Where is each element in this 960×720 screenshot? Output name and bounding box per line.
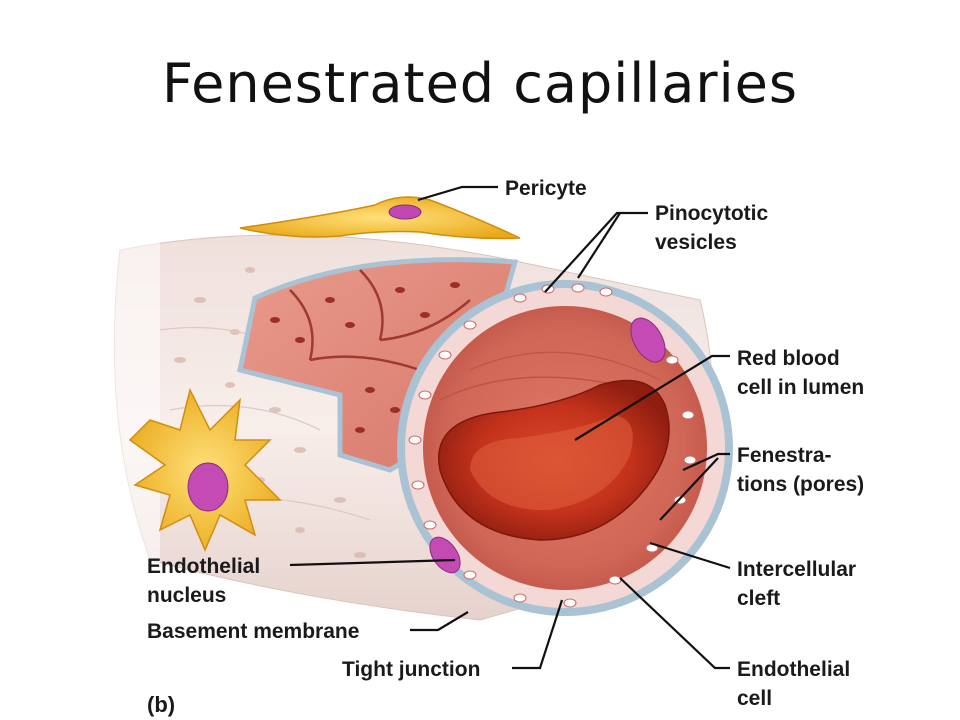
label-endothelial-cell-line2: cell [737, 687, 772, 710]
label-pinocytotic-vesicles-line2: vesicles [655, 231, 737, 254]
label-intercellular-cleft-line1: Intercellular [737, 558, 856, 581]
page-title: Fenestrated capillaries [162, 52, 798, 115]
red-blood-cell [438, 379, 670, 541]
label-red-blood-cell-line2: cell in lumen [737, 376, 864, 399]
label-fenestrations-line2: tions (pores) [737, 473, 864, 496]
label-pericyte: Pericyte [505, 177, 587, 200]
leader-lines [289, 185, 731, 670]
label-endothelial-nucleus-line2: nucleus [147, 584, 226, 607]
left-yellow-cell [128, 387, 282, 552]
label-fenestrations-line1: Fenestra- [737, 444, 832, 467]
panel-label: (b) [147, 692, 175, 717]
label-endothelial-cell-line1: Endothelial [737, 658, 850, 681]
pericyte-cell [239, 196, 521, 240]
label-intercellular-cleft-line2: cleft [737, 587, 780, 610]
label-endothelial-nucleus-line1: Endothelial [147, 555, 260, 578]
label-pinocytotic-vesicles-line1: Pinocytotic [655, 202, 769, 225]
label-tight-junction: Tight junction [342, 658, 480, 681]
label-red-blood-cell-line1: Red blood [737, 347, 840, 370]
label-basement-membrane: Basement membrane [147, 620, 359, 643]
